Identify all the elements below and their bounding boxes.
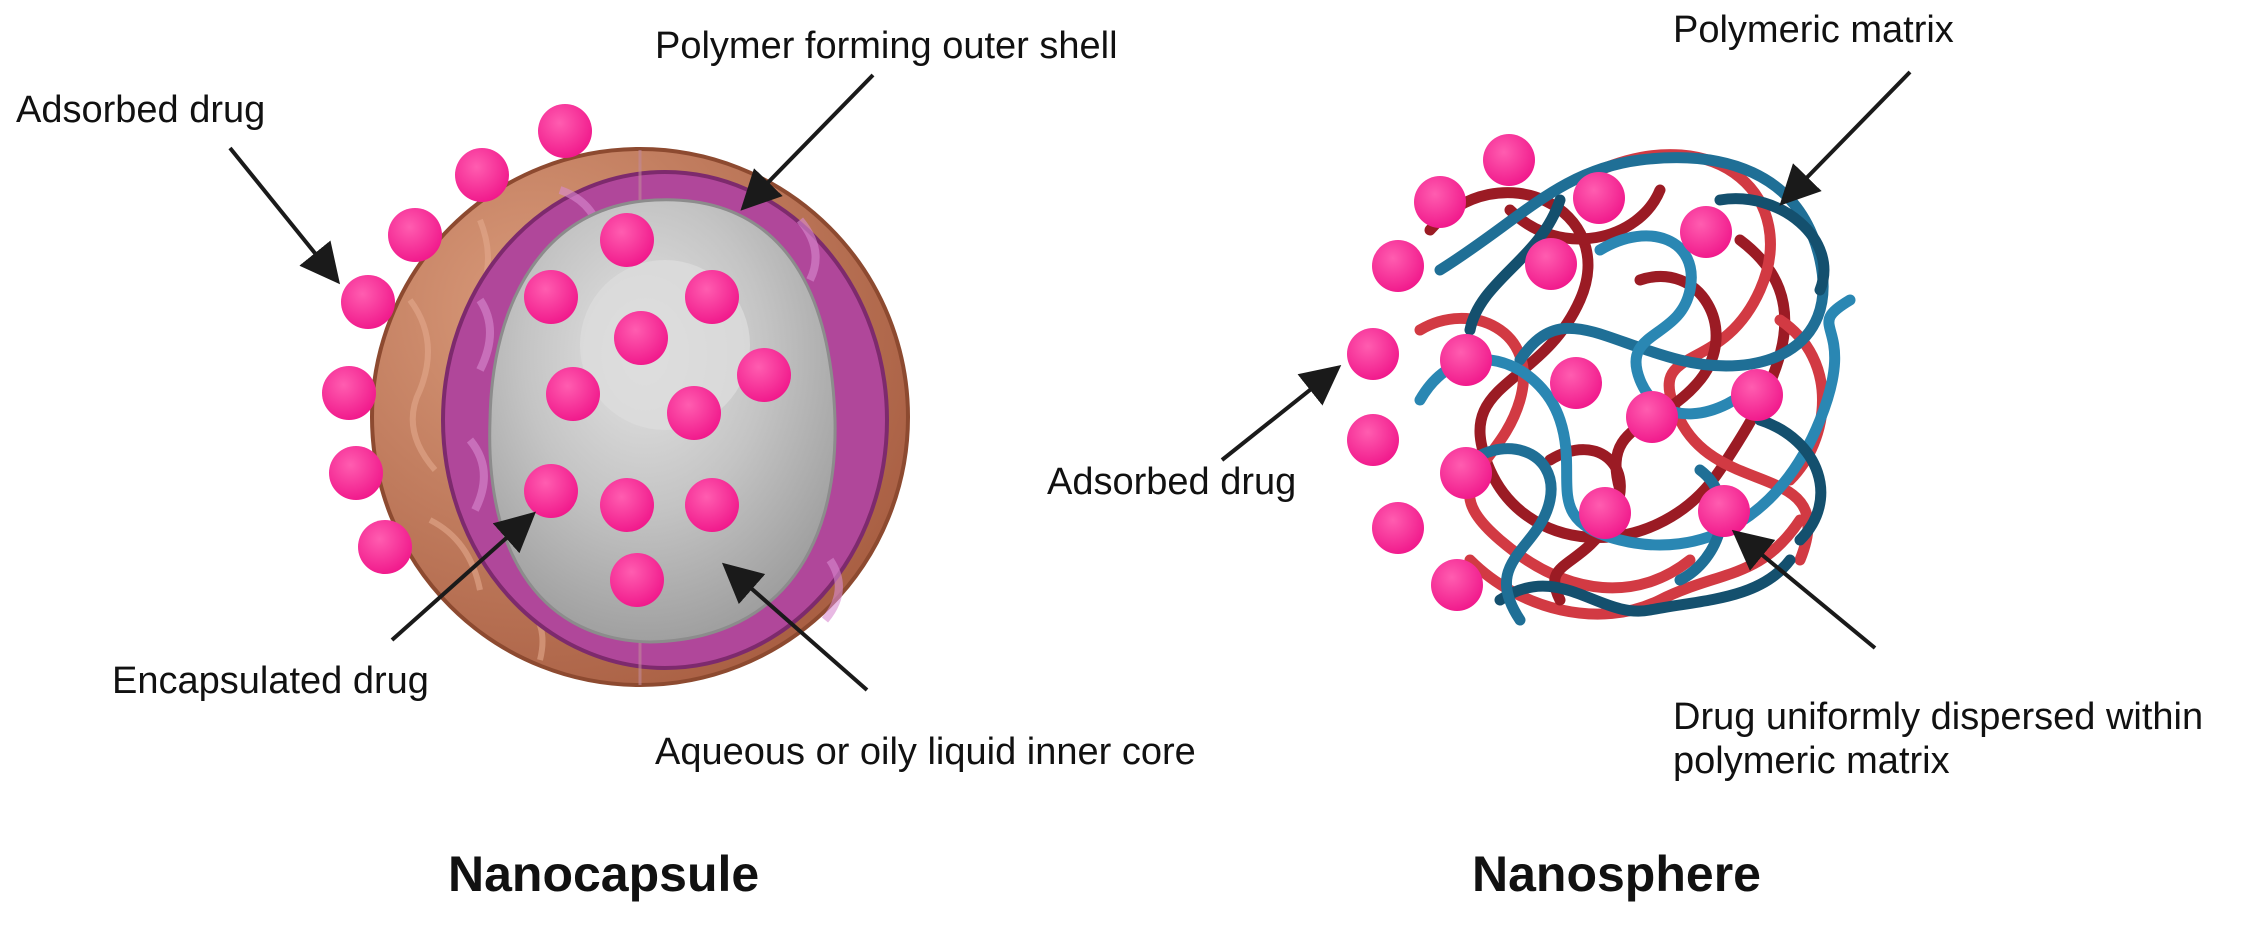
drug-particle: [1573, 172, 1625, 224]
encapsulated-drugs: [524, 213, 791, 607]
drug-particle: [524, 270, 578, 324]
drug-particle: [1347, 414, 1399, 466]
drug-particle: [685, 270, 739, 324]
label-adsorbed-drug: Adsorbed drug: [16, 89, 266, 131]
drug-particle: [455, 148, 509, 202]
drug-particle: [1431, 559, 1483, 611]
polymer-layer-texture: [466, 186, 843, 623]
drug-particle: [1372, 240, 1424, 292]
label-dispersed-line1: Drug uniformly dispersed within: [1673, 696, 2204, 738]
drug-particle: [1440, 334, 1492, 386]
adsorbed-drugs: [322, 104, 592, 574]
drug-particle: [614, 311, 668, 365]
drug-particle: [1372, 502, 1424, 554]
label-dispersed-line2: polymeric matrix: [1673, 740, 1950, 782]
arrow-matrix: [1779, 70, 1912, 206]
arrow-core: [721, 562, 869, 692]
drug-particle: [1414, 176, 1466, 228]
drug-particle: [1731, 369, 1783, 421]
label-polymer-outer-shell: Polymer forming outer shell: [655, 25, 1118, 67]
drug-particle: [1579, 487, 1631, 539]
arrow-encapsulated: [390, 511, 536, 642]
polymer-strand: [1414, 294, 1856, 551]
drug-particle: [1626, 391, 1678, 443]
label-adsorbed-drug-sphere: Adsorbed drug: [1047, 461, 1297, 503]
drug-particle: [329, 446, 383, 500]
polymer-strand: [1594, 230, 1766, 420]
label-polymeric-matrix: Polymeric matrix: [1673, 9, 1954, 51]
drug-particle: [388, 208, 442, 262]
label-encapsulated-drug: Encapsulated drug: [112, 660, 429, 702]
arrow-adsorbed: [228, 146, 341, 285]
polymer-strand: [1594, 149, 1814, 566]
drug-particle: [1483, 134, 1535, 186]
polymer-strand: [1714, 193, 1830, 546]
drug-particle: [546, 367, 600, 421]
arrow-dispersed: [1731, 529, 1877, 650]
nanocapsule: [228, 73, 910, 692]
drug-particle: [1680, 206, 1732, 258]
shell-texture: [407, 218, 546, 661]
nanosphere-drugs: [1347, 134, 1783, 611]
label-dispersed-drug: Drug uniformly dispersed within polymeri…: [1673, 695, 2203, 783]
drug-particle: [1347, 328, 1399, 380]
drug-particle: [737, 348, 791, 402]
drug-particle: [600, 478, 654, 532]
title-nanosphere: Nanosphere: [1472, 846, 1761, 902]
arrow-adsorbed-sphere: [1220, 365, 1342, 462]
arrow-shell: [740, 73, 875, 211]
title-nanocapsule: Nanocapsule: [448, 846, 760, 902]
polymer-strands-blue: [1414, 152, 1856, 626]
drug-particle: [358, 520, 412, 574]
drug-particle: [524, 464, 578, 518]
drug-particle: [538, 104, 592, 158]
drug-particle: [1550, 357, 1602, 409]
drug-particle: [610, 553, 664, 607]
drug-particle: [341, 275, 395, 329]
drug-particle: [685, 478, 739, 532]
drug-particle: [1698, 485, 1750, 537]
label-liquid-inner-core: Aqueous or oily liquid inner core: [655, 731, 1196, 773]
drug-particle: [1440, 447, 1492, 499]
drug-particle: [1525, 238, 1577, 290]
drug-particle: [667, 386, 721, 440]
nanosphere: [1220, 70, 1912, 650]
drug-particle: [600, 213, 654, 267]
polymer-strand: [1464, 194, 1796, 617]
drug-particle: [322, 366, 376, 420]
